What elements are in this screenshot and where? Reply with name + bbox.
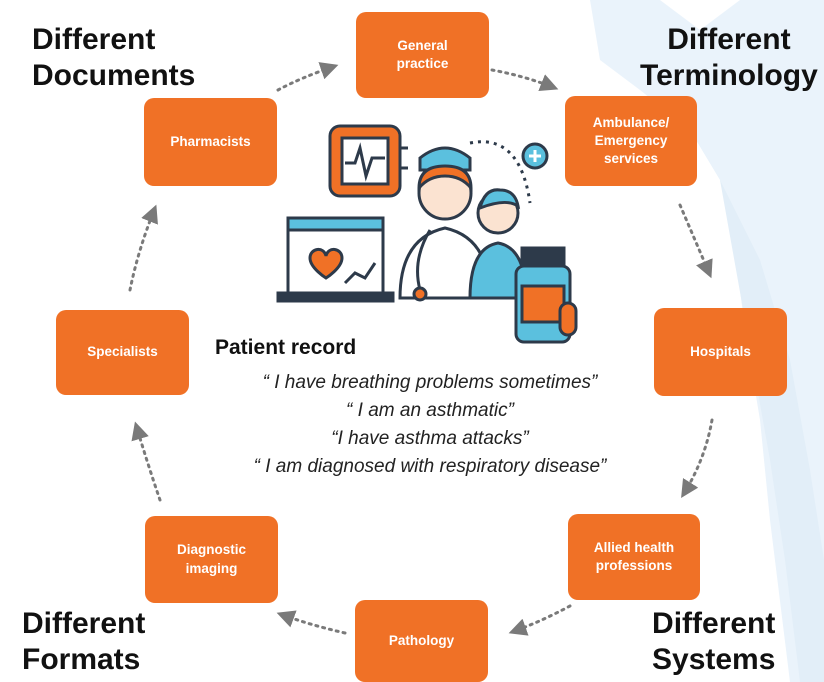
arrow-pathology-to-imaging	[276, 610, 347, 635]
arrow-imaging-to-specialists	[131, 421, 162, 502]
arrow-ambulance-to-hospitals	[678, 203, 713, 279]
node-ambulance-emergency: Ambulance/ Emergency services	[565, 96, 697, 186]
medicine-bottle-icon	[514, 246, 578, 344]
plus-icon	[469, 140, 549, 204]
arrow-gp-to-ambulance	[490, 68, 559, 92]
node-hospitals: Hospitals	[654, 308, 787, 396]
arrow-pharmacists-to-gp	[276, 62, 339, 92]
node-pharmacists: Pharmacists	[144, 98, 277, 186]
node-allied-health: Allied health professions	[568, 514, 700, 600]
heart-monitor-icon	[328, 124, 408, 198]
arrow-specialists-to-pharmacists	[128, 204, 158, 292]
heading-different-documents: Different Documents	[32, 23, 196, 92]
nurse-icon	[398, 146, 492, 302]
heading-different-terminology: Different Terminology	[640, 23, 818, 92]
node-diagnostic-imaging: Diagnostic imaging	[145, 516, 278, 603]
node-general-practice: General practice	[356, 12, 489, 98]
patient-record-title: Patient record	[215, 336, 357, 359]
laptop-chart-icon	[276, 216, 395, 303]
heading-different-systems: Different Systems	[652, 607, 776, 676]
node-pathology: Pathology	[355, 600, 488, 682]
quote-asthma-attacks: “I have asthma attacks”	[331, 428, 529, 449]
quote-asthmatic: “ I am an asthmatic”	[346, 400, 514, 421]
arrow-hospitals-to-allied	[681, 418, 714, 499]
arrow-allied-to-pathology	[508, 604, 572, 636]
patient-record-illustration	[276, 124, 578, 344]
quote-respiratory-disease: “ I am diagnosed with respiratory diseas…	[253, 456, 607, 477]
node-specialists: Specialists	[56, 310, 189, 395]
heading-different-formats: Different Formats	[22, 607, 146, 676]
quote-breathing-problems: “ I have breathing problems sometimes”	[262, 372, 598, 393]
